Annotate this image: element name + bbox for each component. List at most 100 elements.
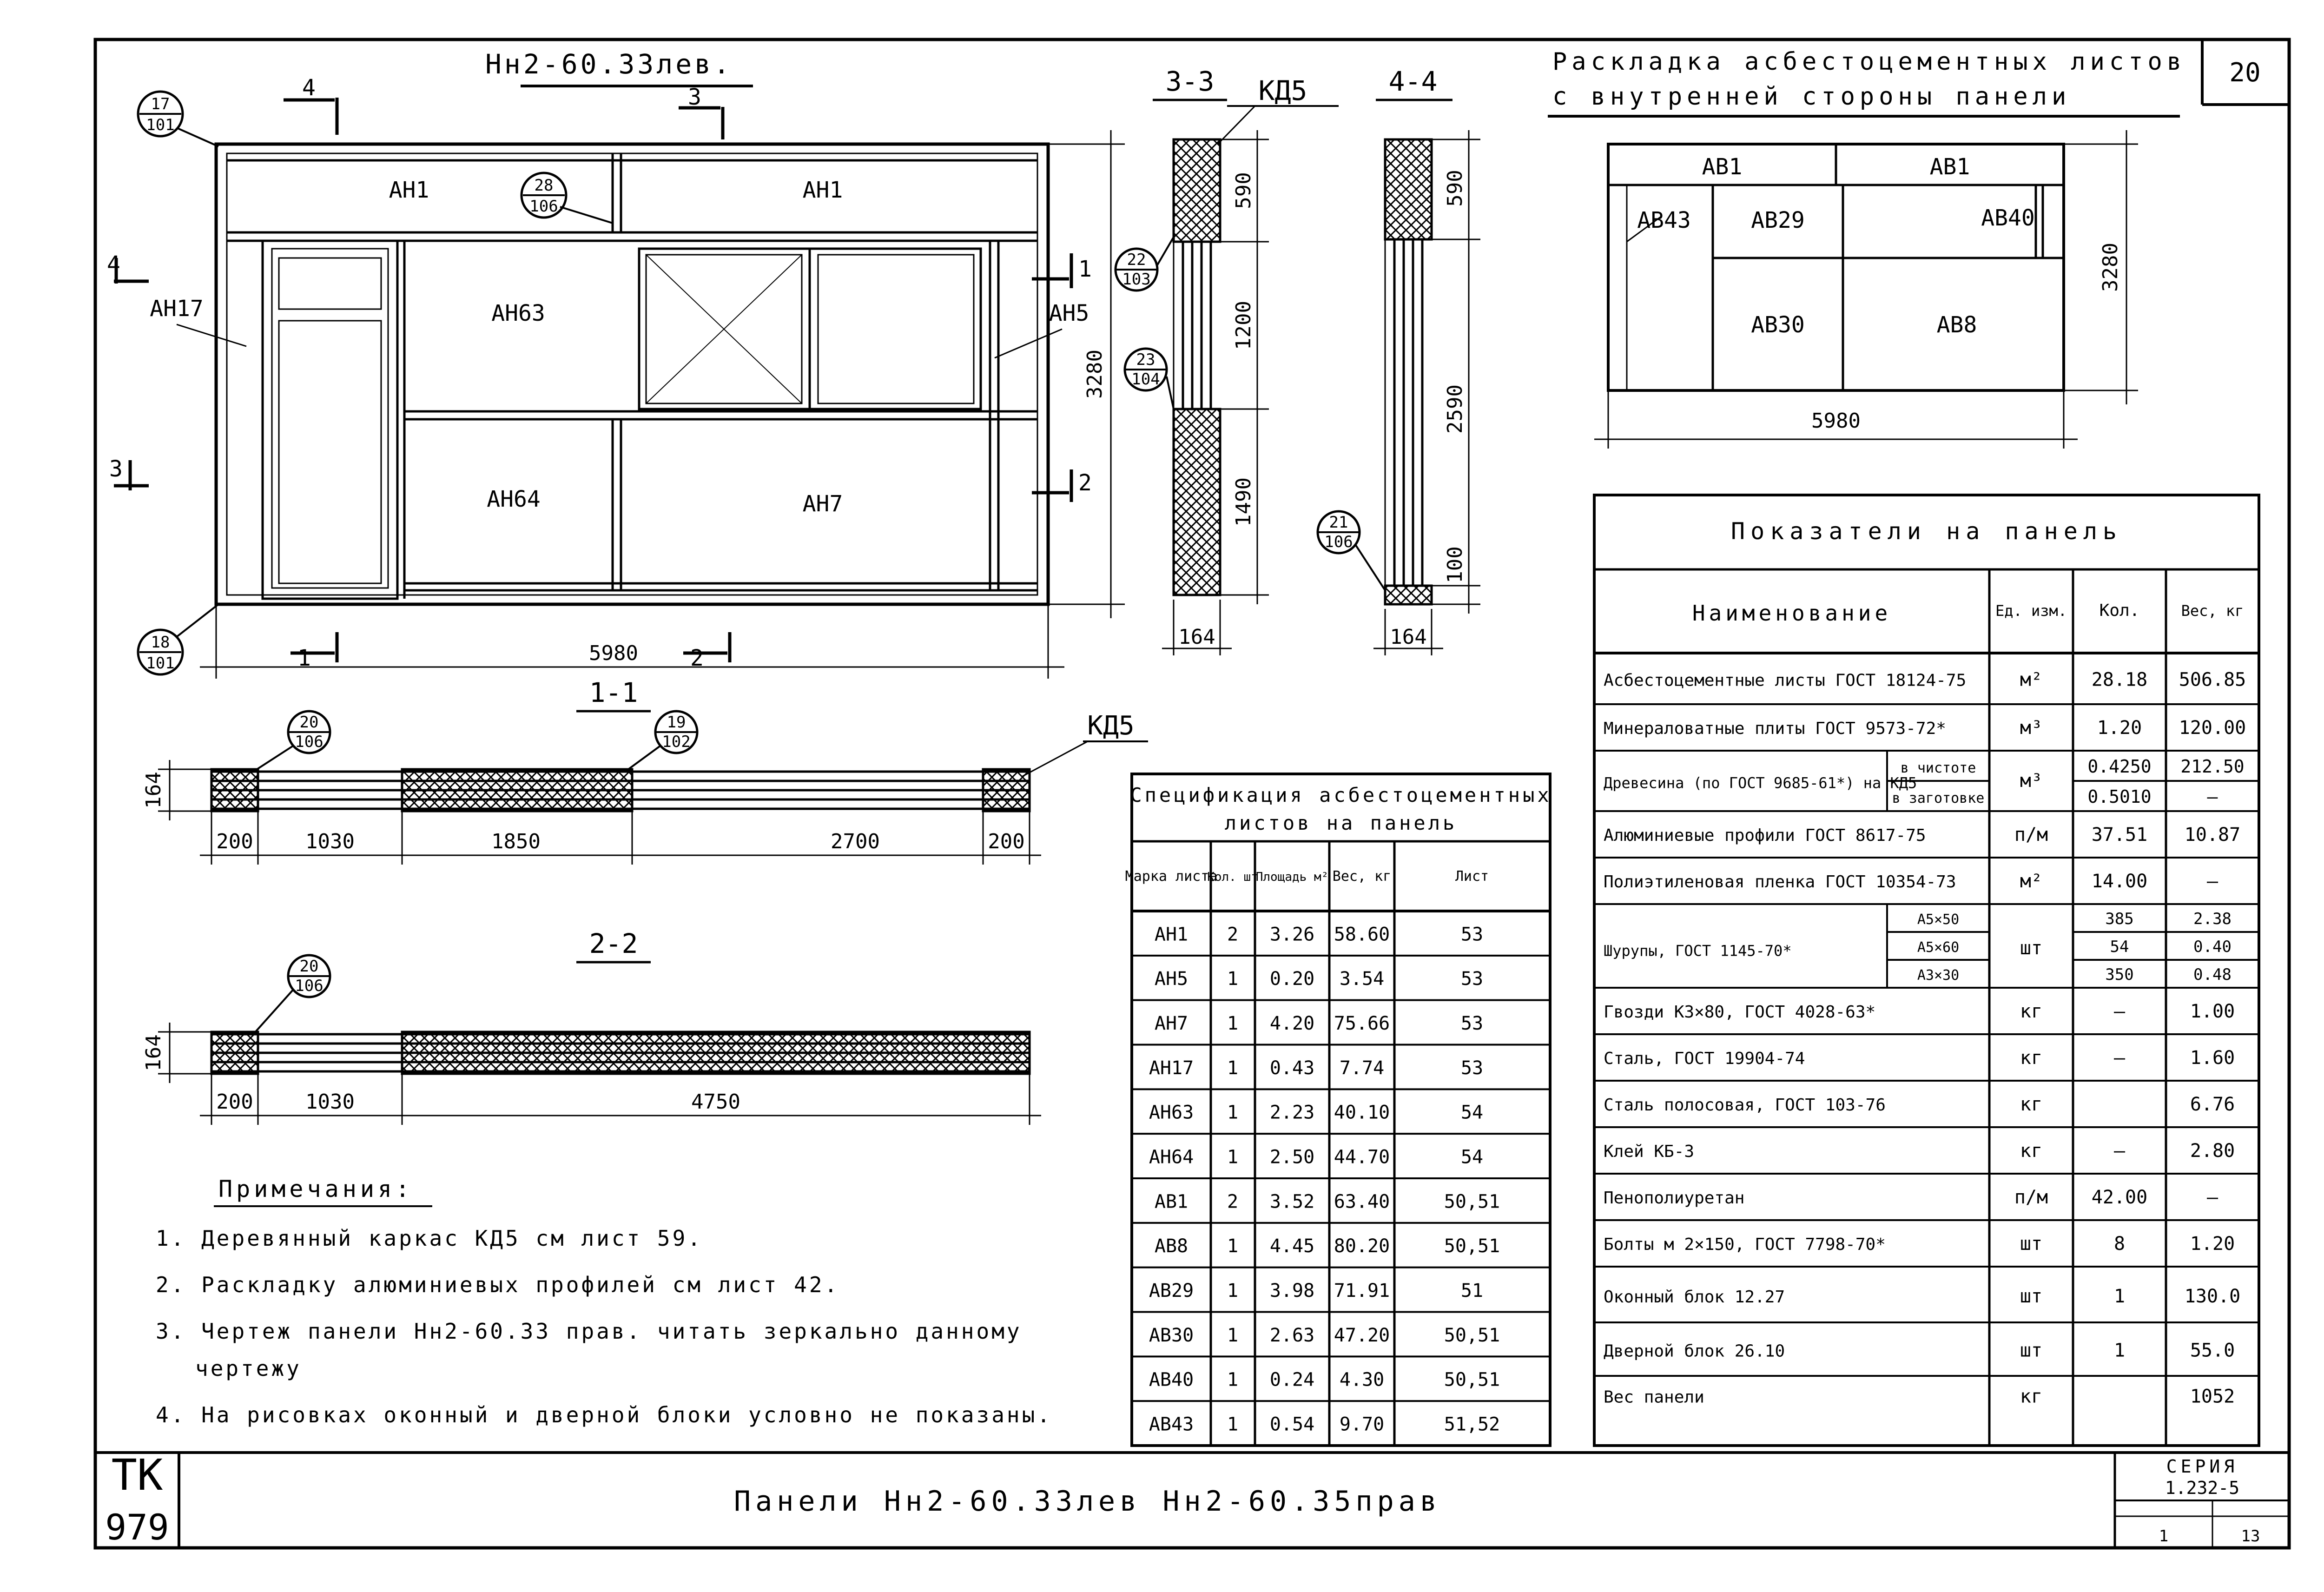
spec-cell: 53: [1461, 924, 1483, 945]
spec-cell: АН64: [1149, 1146, 1194, 1168]
indicator-name: Клей КБ-3: [1604, 1142, 1694, 1161]
callout-19-top: 19: [667, 713, 686, 732]
indicator-unit: м²: [2020, 669, 2042, 690]
section-4-4: 4-4 590 2590 100 164 21 106: [1316, 66, 1480, 655]
section-44-dim-2590: 2590: [1443, 384, 1467, 434]
indicator-unit: кг: [2020, 1140, 2042, 1162]
spec-cell: 0.20: [1270, 968, 1314, 990]
section-mark-2-right: 2: [1078, 470, 1092, 496]
elevation-title: Нн2-60.33лев.: [485, 48, 733, 80]
section-22-title: 2-2: [589, 928, 638, 959]
section-44-title: 4-4: [1389, 66, 1438, 97]
section-33-title: 3-3: [1166, 66, 1215, 97]
section-2-2: 2-2 164 200 1030 4750 20 106: [142, 928, 1041, 1125]
section-33-dim-1200: 1200: [1232, 301, 1255, 350]
spec-cell: АН17: [1149, 1057, 1194, 1079]
indicator-qty: 350: [2105, 965, 2133, 984]
callout-17-top: 17: [151, 95, 170, 113]
spec-cell: 1: [1227, 1057, 1238, 1079]
spec-cell: АВ30: [1149, 1325, 1194, 1346]
ind-header-qty: Кол.: [2100, 601, 2140, 620]
elevation-width-dim: 5980: [589, 641, 638, 665]
section-44-dim-590: 590: [1443, 170, 1467, 206]
indicator-name: Полиэтиленовая пленка ГОСТ 10354-73: [1604, 872, 1956, 892]
indicator-weight: 130.0: [2185, 1286, 2240, 1307]
indicator-qty: —: [2114, 1140, 2126, 1162]
section-33-dim-590: 590: [1232, 172, 1255, 209]
ind-header-name: Наименование: [1692, 601, 1891, 626]
indicator-qty: —: [2114, 1047, 2126, 1069]
spec-cell: 75.66: [1334, 1013, 1390, 1034]
spec-cell: 0.54: [1270, 1414, 1314, 1435]
sheet-number: 20: [2229, 58, 2260, 88]
spec-cell: 4.45: [1270, 1235, 1314, 1257]
callout-21-top: 21: [1329, 513, 1348, 532]
layout-sheet-av1-right: АВ1: [1930, 154, 1970, 180]
callout-22-bot: 103: [1122, 270, 1150, 289]
section-11-frame-label: КД5: [1087, 711, 1134, 741]
spec-cell: 1: [1227, 1235, 1238, 1257]
indicator-weight: 212.50: [2180, 756, 2244, 777]
note-2: 2. Раскладку алюминиевых профилей см лис…: [156, 1272, 839, 1297]
callout-20-top: 20: [300, 713, 319, 732]
callout-28-top: 28: [535, 176, 554, 195]
indicator-name: Болты м 2×150, ГОСТ 7798-70*: [1604, 1235, 1886, 1254]
ind-header-unit: Ед. изм.: [1995, 602, 2067, 620]
indicators-table: Показатели на панель Наименование Ед. из…: [1593, 494, 2260, 1447]
section-mark-2-left: 3: [109, 456, 123, 482]
note-1: 1. Деревянный каркас КД5 см лист 59.: [156, 1226, 703, 1251]
indicators-title: Показатели на панель: [1731, 518, 2122, 545]
section-1-1: 1-1 КД5 164 200 1030: [142, 677, 1148, 865]
indicator-weight: —: [2207, 786, 2218, 807]
note-3-cont: чертежу: [195, 1356, 302, 1381]
sheet-bottom-title: Панели Нн2-60.33лев Нн2-60.35прав: [734, 1485, 1441, 1518]
spec-cell: 53: [1461, 968, 1483, 990]
spec-header-weight: Вес, кг: [1333, 868, 1391, 885]
indicator-weight: —: [2207, 871, 2218, 892]
spec-title-2: листов на панель: [1225, 812, 1458, 834]
spec-cell: 1: [1227, 1146, 1238, 1168]
spec-cell: АВ1: [1155, 1191, 1188, 1212]
indicator-name: Дверной блок 26.10: [1604, 1342, 1785, 1361]
panel-label-an17: АН17: [150, 296, 204, 322]
spec-cell: 47.20: [1334, 1325, 1390, 1346]
indicator-name: Сталь полосовая, ГОСТ 103-76: [1604, 1096, 1886, 1115]
spec-cell: 4.30: [1340, 1369, 1384, 1391]
spec-cell: АН7: [1155, 1013, 1188, 1034]
panel-label-an63: АН63: [491, 300, 545, 326]
indicator-weight: 1.00: [2190, 1001, 2235, 1022]
panel-label-an64: АН64: [487, 486, 541, 512]
spec-cell: 3.54: [1340, 968, 1384, 990]
indicator-weight: 120.00: [2179, 717, 2246, 739]
notes-title: Примечания:: [218, 1176, 413, 1202]
spec-cell: 50,51: [1444, 1235, 1500, 1257]
spec-header-area: Площадь м²: [1256, 870, 1329, 884]
spec-cell: 0.24: [1270, 1369, 1314, 1391]
section-22-dim-164: 164: [142, 1034, 165, 1071]
spec-cell: 53: [1461, 1057, 1483, 1079]
ind-header-weight: Вес, кг: [2181, 602, 2244, 620]
indicator-unit: п/м: [2014, 824, 2048, 846]
section-22-dim-4750: 4750: [691, 1090, 740, 1114]
sheet-frame: [93, 38, 2291, 1550]
panel-label-an1-left: АН1: [389, 177, 429, 203]
spec-cell: 2: [1227, 1191, 1238, 1212]
section-11-title: 1-1: [589, 677, 638, 708]
spec-header-mark: Марка листа: [1125, 868, 1218, 885]
spec-cell: 1: [1227, 1414, 1238, 1435]
indicator-qty: 42.00: [2092, 1187, 2147, 1208]
spec-cell: 4.20: [1270, 1013, 1314, 1034]
indicator-unit: м³: [2020, 770, 2042, 792]
spec-cell: АН1: [1155, 924, 1188, 945]
series-number: 1.232-5: [2165, 1478, 2239, 1498]
section-11-dim-1850: 1850: [491, 830, 541, 853]
section-22-dim-1030: 1030: [305, 1090, 355, 1114]
